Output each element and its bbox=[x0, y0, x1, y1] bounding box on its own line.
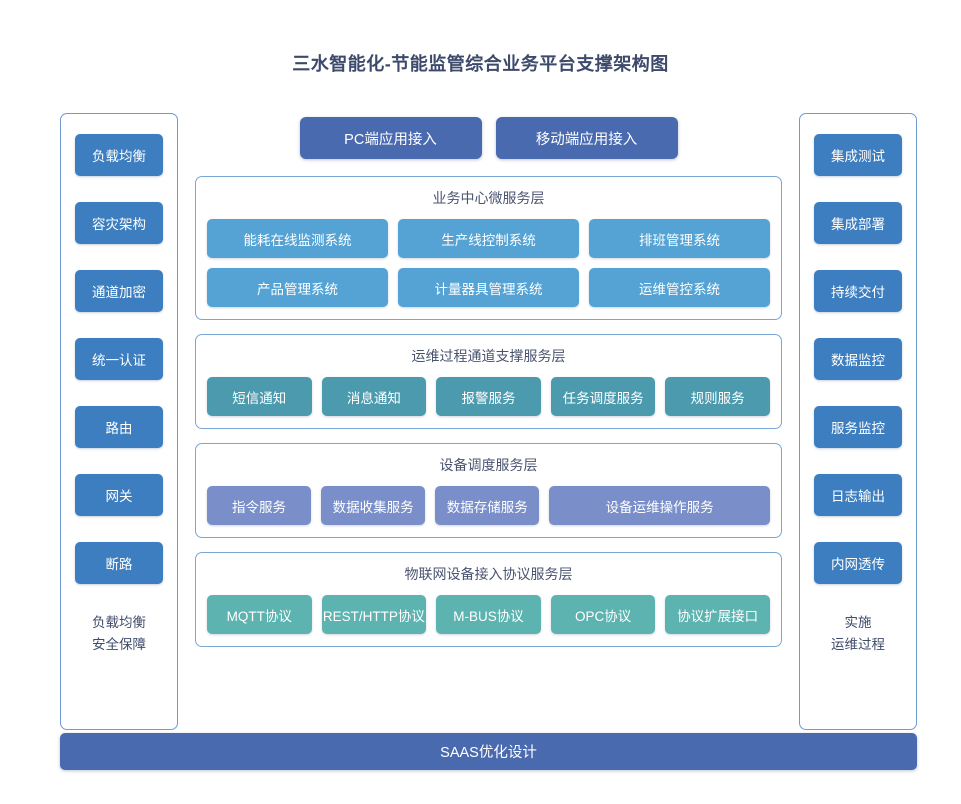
chip-label: 产品管理系统 bbox=[257, 281, 338, 297]
right-column-caption: 实施 运维过程 bbox=[831, 612, 885, 657]
chip-label: MQTT协议 bbox=[226, 608, 292, 624]
layer-chip-row: 产品管理系统 计量器具管理系统 运维管控系统 bbox=[207, 268, 770, 307]
left-chip-routing[interactable]: 路由 bbox=[75, 406, 163, 448]
chip-label: 数据存储服务 bbox=[446, 499, 528, 515]
chip-label: 计量器具管理系统 bbox=[434, 281, 543, 297]
chip-label: 设备运维操作服务 bbox=[605, 499, 714, 515]
chip-label: 能耗在线监测系统 bbox=[243, 232, 352, 248]
left-chip-label: 断路 bbox=[105, 557, 133, 572]
layer-chip-row: 短信通知 消息通知 报警服务 任务调度服务 规则服务 bbox=[207, 377, 770, 416]
right-chip-integration-deploy[interactable]: 集成部署 bbox=[814, 202, 902, 244]
chip-alarm-service[interactable]: 报警服务 bbox=[436, 377, 541, 416]
chip-label: 短信通知 bbox=[232, 390, 287, 406]
right-chip-continuous-delivery[interactable]: 持续交付 bbox=[814, 270, 902, 312]
layer-device-scheduling: 设备调度服务层 指令服务 数据收集服务 数据存储服务 设备运维操作服务 bbox=[195, 443, 782, 538]
chip-rest-http-protocol[interactable]: REST/HTTP协议 bbox=[321, 595, 427, 634]
left-chip-disaster-recovery[interactable]: 容灾架构 bbox=[75, 202, 163, 244]
left-chip-label: 统一认证 bbox=[92, 353, 146, 368]
chip-device-ops-operation-service[interactable]: 设备运维操作服务 bbox=[549, 486, 771, 525]
chip-label: 任务调度服务 bbox=[562, 390, 644, 406]
chip-label: OPC协议 bbox=[574, 608, 632, 624]
right-chip-label: 持续交付 bbox=[831, 285, 885, 300]
right-chip-label: 数据监控 bbox=[831, 353, 885, 368]
right-chip-integration-test[interactable]: 集成测试 bbox=[814, 134, 902, 176]
layer-title: 设备调度服务层 bbox=[439, 457, 538, 473]
chip-rule-service[interactable]: 规则服务 bbox=[665, 377, 770, 416]
right-caption-line-1: 实施 bbox=[844, 615, 872, 630]
layer-business-microservices: 业务中心微服务层 能耗在线监测系统 生产线控制系统 排班管理系统 产品管理系统 bbox=[195, 176, 782, 320]
right-caption-line-2: 运维过程 bbox=[831, 637, 885, 653]
chip-label: M-BUS协议 bbox=[453, 608, 524, 624]
chip-label: 生产线控制系统 bbox=[441, 232, 536, 248]
left-chip-unified-auth[interactable]: 统一认证 bbox=[75, 338, 163, 380]
chip-data-collection-service[interactable]: 数据收集服务 bbox=[321, 486, 426, 525]
layer-ops-channel-support: 运维过程通道支撑服务层 短信通知 消息通知 报警服务 任务调度服务 bbox=[195, 334, 782, 429]
chip-label: 报警服务 bbox=[461, 390, 516, 406]
right-chip-label: 服务监控 bbox=[831, 421, 885, 436]
chip-shift-management-system[interactable]: 排班管理系统 bbox=[589, 219, 770, 258]
layer-chip-row: 指令服务 数据收集服务 数据存储服务 设备运维操作服务 bbox=[207, 486, 771, 525]
access-chip-label: 移动端应用接入 bbox=[535, 131, 638, 148]
chip-production-line-control-system[interactable]: 生产线控制系统 bbox=[398, 219, 579, 258]
chip-task-scheduling-service[interactable]: 任务调度服务 bbox=[550, 377, 656, 416]
layer-chip-row: 能耗在线监测系统 生产线控制系统 排班管理系统 bbox=[207, 219, 770, 258]
chip-mqtt-protocol[interactable]: MQTT协议 bbox=[207, 595, 312, 634]
chip-data-storage-service[interactable]: 数据存储服务 bbox=[435, 486, 540, 525]
access-chip-mobile[interactable]: 移动端应用接入 bbox=[495, 117, 678, 159]
chip-label: 排班管理系统 bbox=[639, 232, 720, 248]
saas-optimization-bar[interactable]: SAAS优化设计 bbox=[60, 733, 917, 770]
bottom-bar-label: SAAS优化设计 bbox=[440, 745, 537, 761]
left-chip-channel-encryption[interactable]: 通道加密 bbox=[75, 270, 163, 312]
layer-chip-row: MQTT协议 REST/HTTP协议 M-BUS协议 OPC协议 协议扩展接口 bbox=[207, 595, 770, 634]
diagram-body: 负载均衡 容灾架构 通道加密 统一认证 路由 网关 断路 负载均衡 安全保障 bbox=[60, 113, 917, 730]
chip-metering-device-management-system[interactable]: 计量器具管理系统 bbox=[398, 268, 579, 307]
chip-label: 消息通知 bbox=[346, 390, 401, 406]
left-caption-line-1: 负载均衡 bbox=[92, 615, 146, 630]
center-stack: PC端应用接入 移动端应用接入 业务中心微服务层 能耗在线监测系统 生产线控制系… bbox=[178, 113, 799, 730]
chip-operations-control-system[interactable]: 运维管控系统 bbox=[589, 268, 770, 307]
access-chip-pc[interactable]: PC端应用接入 bbox=[299, 117, 482, 159]
left-chip-label: 通道加密 bbox=[92, 285, 146, 300]
layer-title: 物联网设备接入协议服务层 bbox=[404, 566, 573, 582]
application-access-row: PC端应用接入 移动端应用接入 bbox=[195, 117, 782, 159]
chip-label: 运维管控系统 bbox=[639, 281, 720, 297]
chip-message-notification[interactable]: 消息通知 bbox=[321, 377, 427, 416]
chip-sms-notification[interactable]: 短信通知 bbox=[207, 377, 312, 416]
right-chip-label: 日志输出 bbox=[831, 489, 885, 504]
left-chip-label: 容灾架构 bbox=[92, 217, 146, 232]
chip-product-management-system[interactable]: 产品管理系统 bbox=[207, 268, 388, 307]
left-chip-load-balance[interactable]: 负载均衡 bbox=[75, 134, 163, 176]
right-chip-intranet-passthrough[interactable]: 内网透传 bbox=[814, 542, 902, 584]
chip-label: 指令服务 bbox=[232, 499, 287, 515]
right-chip-service-monitoring[interactable]: 服务监控 bbox=[814, 406, 902, 448]
layer-title: 运维过程通道支撑服务层 bbox=[411, 348, 566, 364]
right-chip-label: 集成测试 bbox=[831, 149, 885, 164]
chip-label: REST/HTTP协议 bbox=[322, 608, 425, 624]
right-support-column: 集成测试 集成部署 持续交付 数据监控 服务监控 日志输出 内网透传 实施 bbox=[799, 113, 917, 730]
left-chip-label: 路由 bbox=[105, 421, 133, 436]
left-chip-label: 负载均衡 bbox=[92, 149, 146, 164]
right-chip-label: 集成部署 bbox=[831, 217, 885, 232]
chip-label: 数据收集服务 bbox=[332, 499, 414, 515]
right-chip-label: 内网透传 bbox=[831, 557, 885, 572]
left-support-column: 负载均衡 容灾架构 通道加密 统一认证 路由 网关 断路 负载均衡 安全保障 bbox=[60, 113, 178, 730]
chip-label: 规则服务 bbox=[690, 390, 745, 406]
left-column-caption: 负载均衡 安全保障 bbox=[92, 612, 146, 657]
chip-label: 协议扩展接口 bbox=[677, 608, 759, 624]
layer-title: 业务中心微服务层 bbox=[432, 190, 545, 206]
left-chip-gateway[interactable]: 网关 bbox=[75, 474, 163, 516]
page-title: 三水智能化-节能监管综合业务平台支撑架构图 bbox=[292, 54, 669, 74]
chip-protocol-extension-interface[interactable]: 协议扩展接口 bbox=[665, 595, 770, 634]
chip-energy-monitoring-system[interactable]: 能耗在线监测系统 bbox=[207, 219, 388, 258]
left-caption-line-2: 安全保障 bbox=[92, 637, 146, 653]
right-chip-log-output[interactable]: 日志输出 bbox=[814, 474, 902, 516]
chip-opc-protocol[interactable]: OPC协议 bbox=[550, 595, 656, 634]
layer-iot-protocol-access: 物联网设备接入协议服务层 MQTT协议 REST/HTTP协议 M-BUS协议 … bbox=[195, 552, 782, 647]
left-chip-circuit-breaker[interactable]: 断路 bbox=[75, 542, 163, 584]
left-chip-label: 网关 bbox=[105, 489, 133, 504]
chip-command-service[interactable]: 指令服务 bbox=[207, 486, 312, 525]
access-chip-label: PC端应用接入 bbox=[344, 131, 437, 148]
right-chip-data-monitoring[interactable]: 数据监控 bbox=[814, 338, 902, 380]
chip-mbus-protocol[interactable]: M-BUS协议 bbox=[436, 595, 541, 634]
